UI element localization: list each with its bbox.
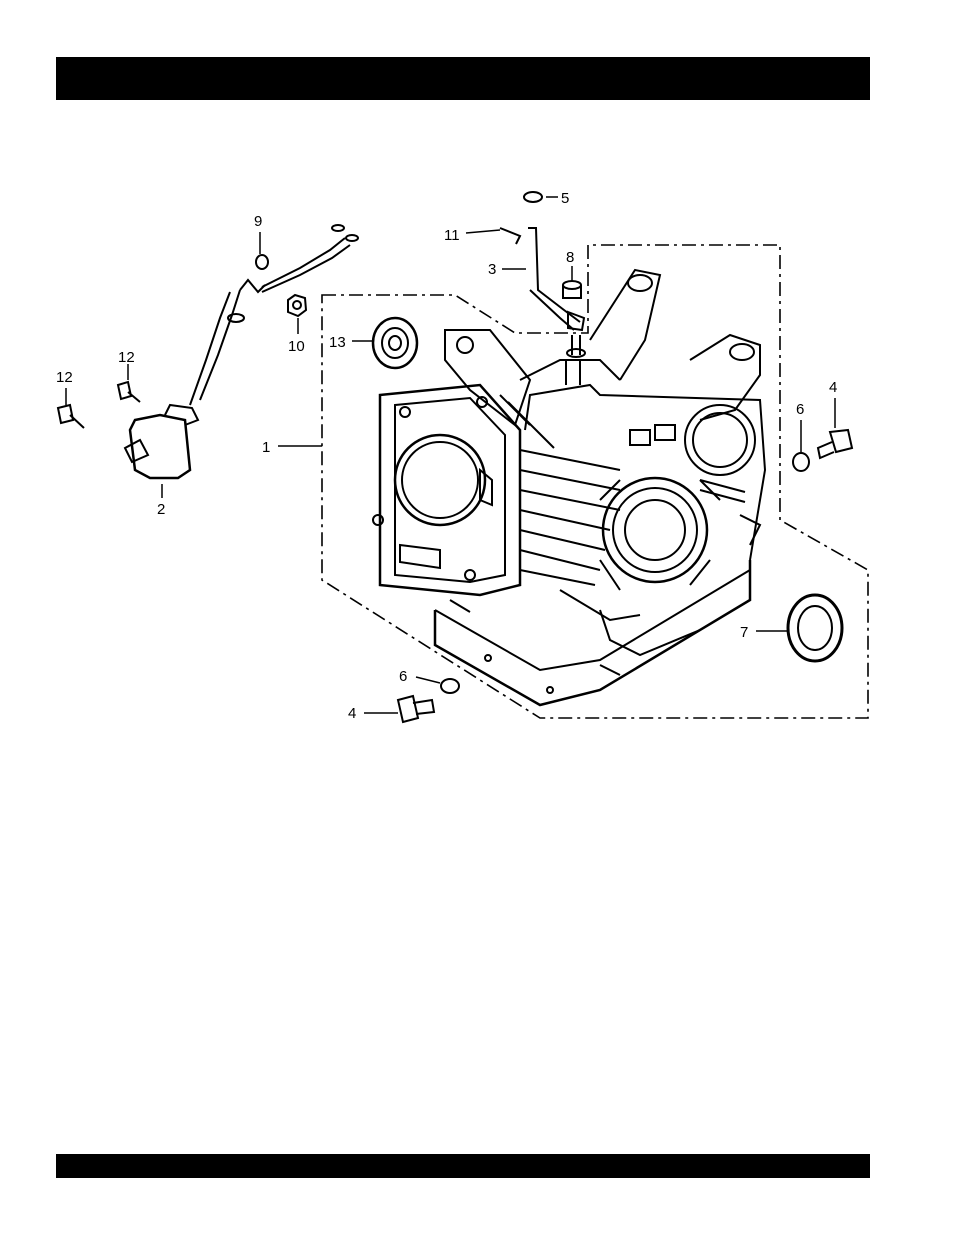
callout-10: 10 [288,338,305,355]
callout-1: 1 [262,439,270,456]
washer-5 [524,192,542,202]
bolt-4-bottom [398,696,434,722]
callout-7: 7 [740,624,748,641]
bolt-12-right [118,382,140,402]
callout-6-right: 6 [796,401,804,418]
callout-4-bottom: 4 [348,705,356,722]
bearing-13 [373,318,417,368]
leader-lines [66,197,835,713]
bolt-4-right [818,430,852,458]
nut-10 [288,295,306,316]
callout-3: 3 [488,261,496,278]
assembly-boundary [322,245,868,718]
callout-8: 8 [566,249,574,266]
callout-2: 2 [157,501,165,518]
callout-9: 9 [254,213,262,230]
washer-6-bottom [441,679,459,693]
oil-seal-7 [788,595,842,661]
callout-12-right: 12 [118,349,135,366]
ignition-coil [125,225,358,478]
cap-8 [563,281,581,298]
callout-6-bottom: 6 [399,668,407,685]
callout-13: 13 [329,334,346,351]
callout-5: 5 [561,190,569,207]
washer-6-right [793,453,809,471]
footer-bar [56,1154,870,1178]
callout-12-left: 12 [56,369,73,386]
crankcase-body [373,270,765,705]
bolt-12-left [58,405,84,428]
washer-9 [256,255,268,269]
callout-4-right: 4 [829,379,837,396]
callout-11: 11 [444,227,460,244]
